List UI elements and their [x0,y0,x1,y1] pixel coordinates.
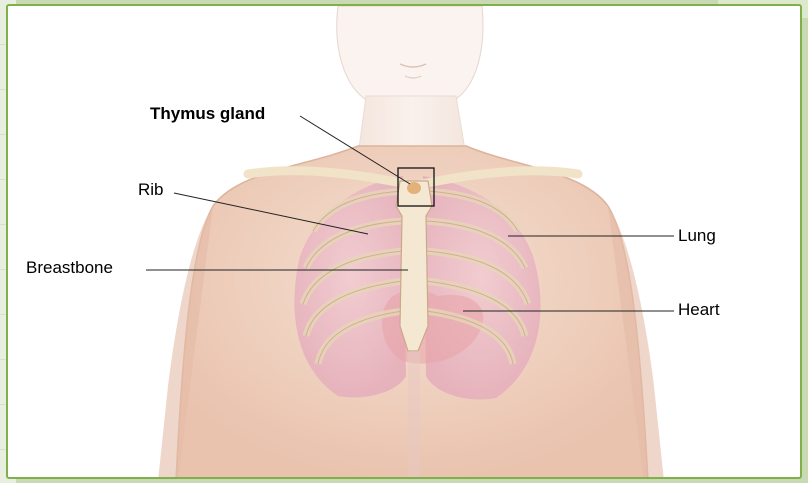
label-heart: Heart [678,300,720,320]
label-rib: Rib [138,180,164,200]
label-lung: Lung [678,226,716,246]
spine [408,351,420,479]
illustration-frame: Thymus gland Rib Breastbone Lung Heart [6,4,802,479]
label-breastbone: Breastbone [26,258,113,278]
label-thymus-gland: Thymus gland [150,104,265,124]
